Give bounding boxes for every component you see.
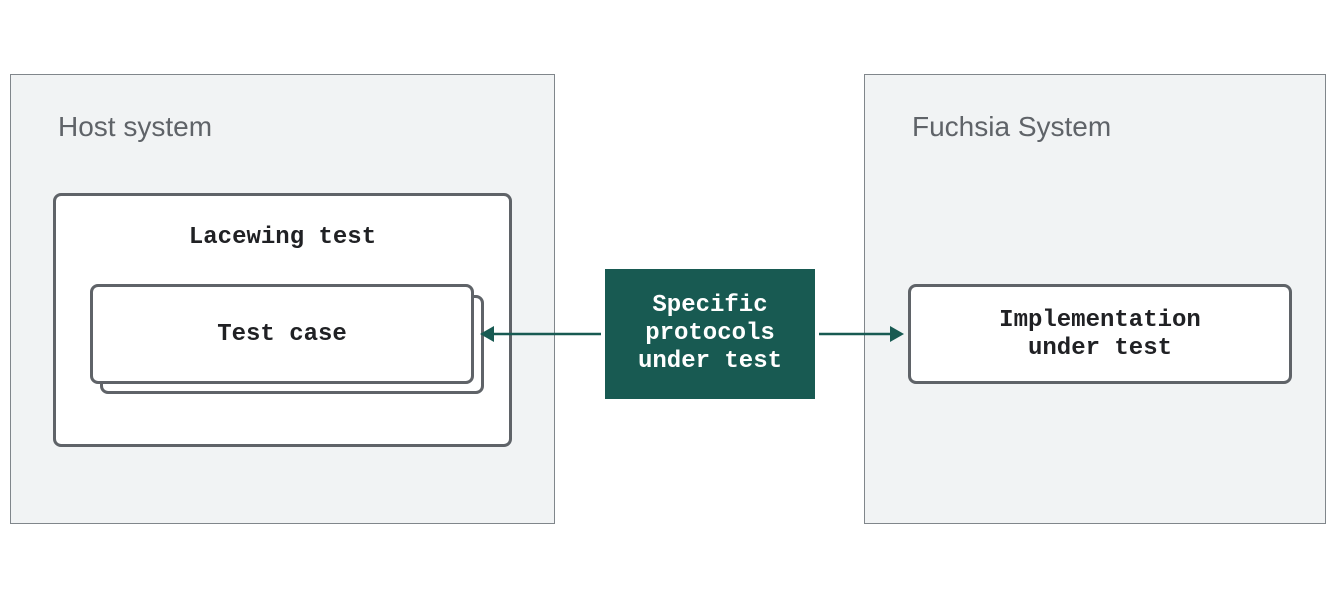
arrow-to-test-case	[480, 326, 601, 342]
test-case-box: Test case	[90, 284, 474, 384]
host-system-title: Host system	[58, 111, 213, 142]
protocols-under-test-box: Specific protocols under test	[605, 269, 815, 399]
test-case-label: Test case	[217, 321, 347, 348]
arrow-to-implementation	[819, 326, 904, 342]
implementation-label: Implementation under test	[999, 307, 1201, 362]
lacewing-test-label: Lacewing test	[188, 224, 377, 251]
fuchsia-system-title: Fuchsia System	[912, 111, 1112, 142]
implementation-box: Implementation under test	[908, 284, 1292, 384]
